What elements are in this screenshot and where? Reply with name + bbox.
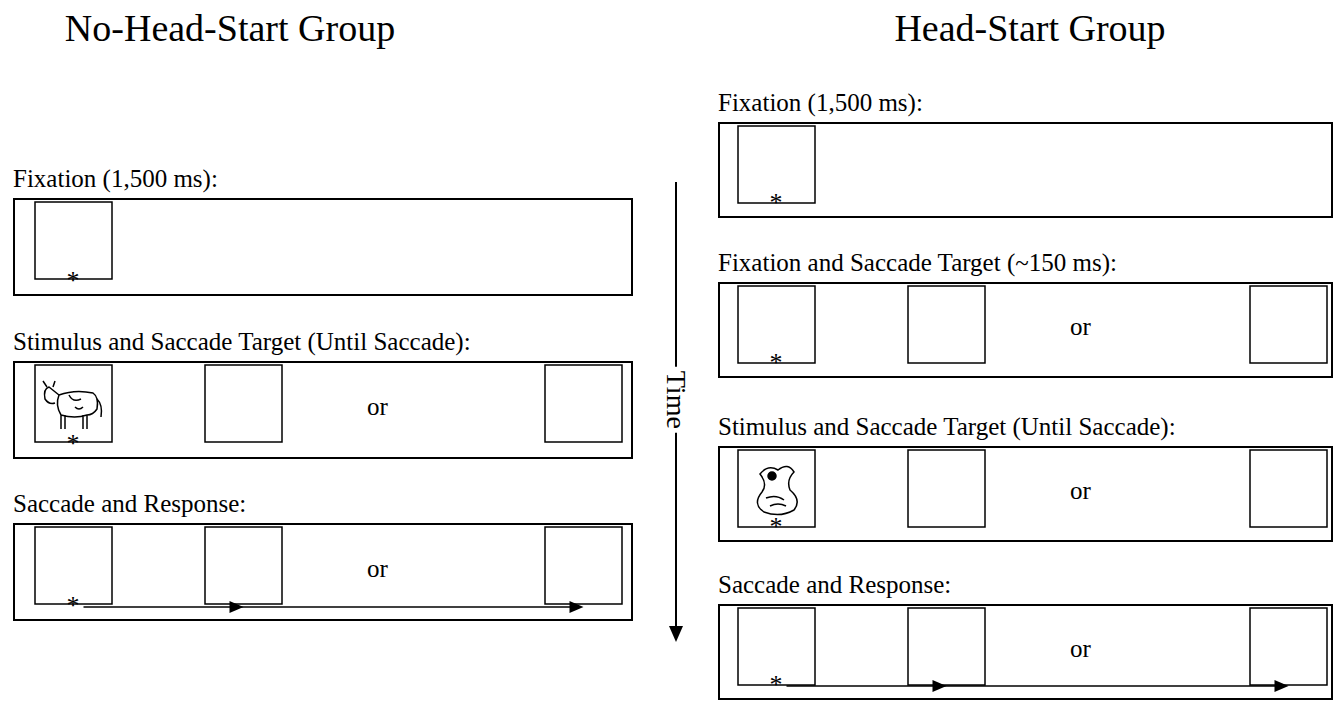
fixation-asterisk: * [67, 431, 80, 457]
fixation-asterisk: * [67, 268, 80, 294]
saccade-arrowhead [230, 601, 244, 613]
location-square [205, 527, 282, 604]
group-title: Head-Start Group [894, 6, 1165, 52]
panel-heading: Fixation and Saccade Target (~150 ms): [718, 248, 1117, 278]
or-text: or [1070, 312, 1091, 342]
panel-graphics [15, 363, 631, 457]
panel-heading: Stimulus and Saccade Target (Until Sacca… [13, 327, 471, 357]
location-square [1250, 608, 1327, 685]
panel-heading: Fixation (1,500 ms): [13, 164, 218, 194]
fixation-asterisk: * [770, 190, 783, 216]
bag-picture [757, 466, 797, 514]
trial-screen-panel: Saccade and Response:*or [13, 523, 633, 621]
cow-picture [43, 381, 102, 429]
location-square [545, 527, 622, 604]
trial-screen-panel: Stimulus and Saccade Target (Until Sacca… [13, 361, 633, 459]
fixation-asterisk: * [770, 672, 783, 698]
location-square [908, 286, 985, 363]
fixation-asterisk: * [770, 514, 783, 540]
saccade-arrowhead [570, 601, 584, 613]
panel-graphics [720, 284, 1331, 376]
location-square [205, 365, 282, 442]
or-text: or [1070, 634, 1091, 664]
location-square [908, 608, 985, 685]
location-square [545, 365, 622, 442]
location-square [908, 450, 985, 527]
panel-graphics [720, 448, 1331, 540]
or-text: or [367, 392, 388, 422]
panel-heading: Fixation (1,500 ms): [718, 88, 923, 118]
panel-heading: Saccade and Response: [718, 570, 951, 600]
saccade-arrowhead [1275, 680, 1289, 692]
trial-screen-panel: Fixation (1,500 ms):* [13, 198, 633, 296]
time-arrowhead [669, 626, 683, 642]
location-square [1250, 450, 1327, 527]
time-label: Time [659, 367, 693, 433]
panel-heading: Saccade and Response: [13, 489, 246, 519]
saccade-arrow [787, 685, 1285, 687]
saccade-arrow [84, 606, 580, 608]
trial-screen-panel: Saccade and Response:*or [718, 604, 1333, 700]
panel-graphics [15, 200, 631, 294]
panel-graphics [15, 525, 631, 619]
fixation-asterisk: * [67, 593, 80, 619]
group-title: No-Head-Start Group [65, 6, 395, 52]
or-text: or [367, 554, 388, 584]
panel-graphics [720, 606, 1331, 698]
location-square [1250, 286, 1327, 363]
panel-graphics [720, 124, 1331, 216]
trial-screen-panel: Fixation and Saccade Target (~150 ms):*o… [718, 282, 1333, 378]
trial-screen-panel: Fixation (1,500 ms):* [718, 122, 1333, 218]
panel-heading: Stimulus and Saccade Target (Until Sacca… [718, 412, 1176, 442]
fixation-asterisk: * [770, 350, 783, 376]
or-text: or [1070, 476, 1091, 506]
saccade-arrowhead [933, 680, 947, 692]
trial-screen-panel: Stimulus and Saccade Target (Until Sacca… [718, 446, 1333, 542]
